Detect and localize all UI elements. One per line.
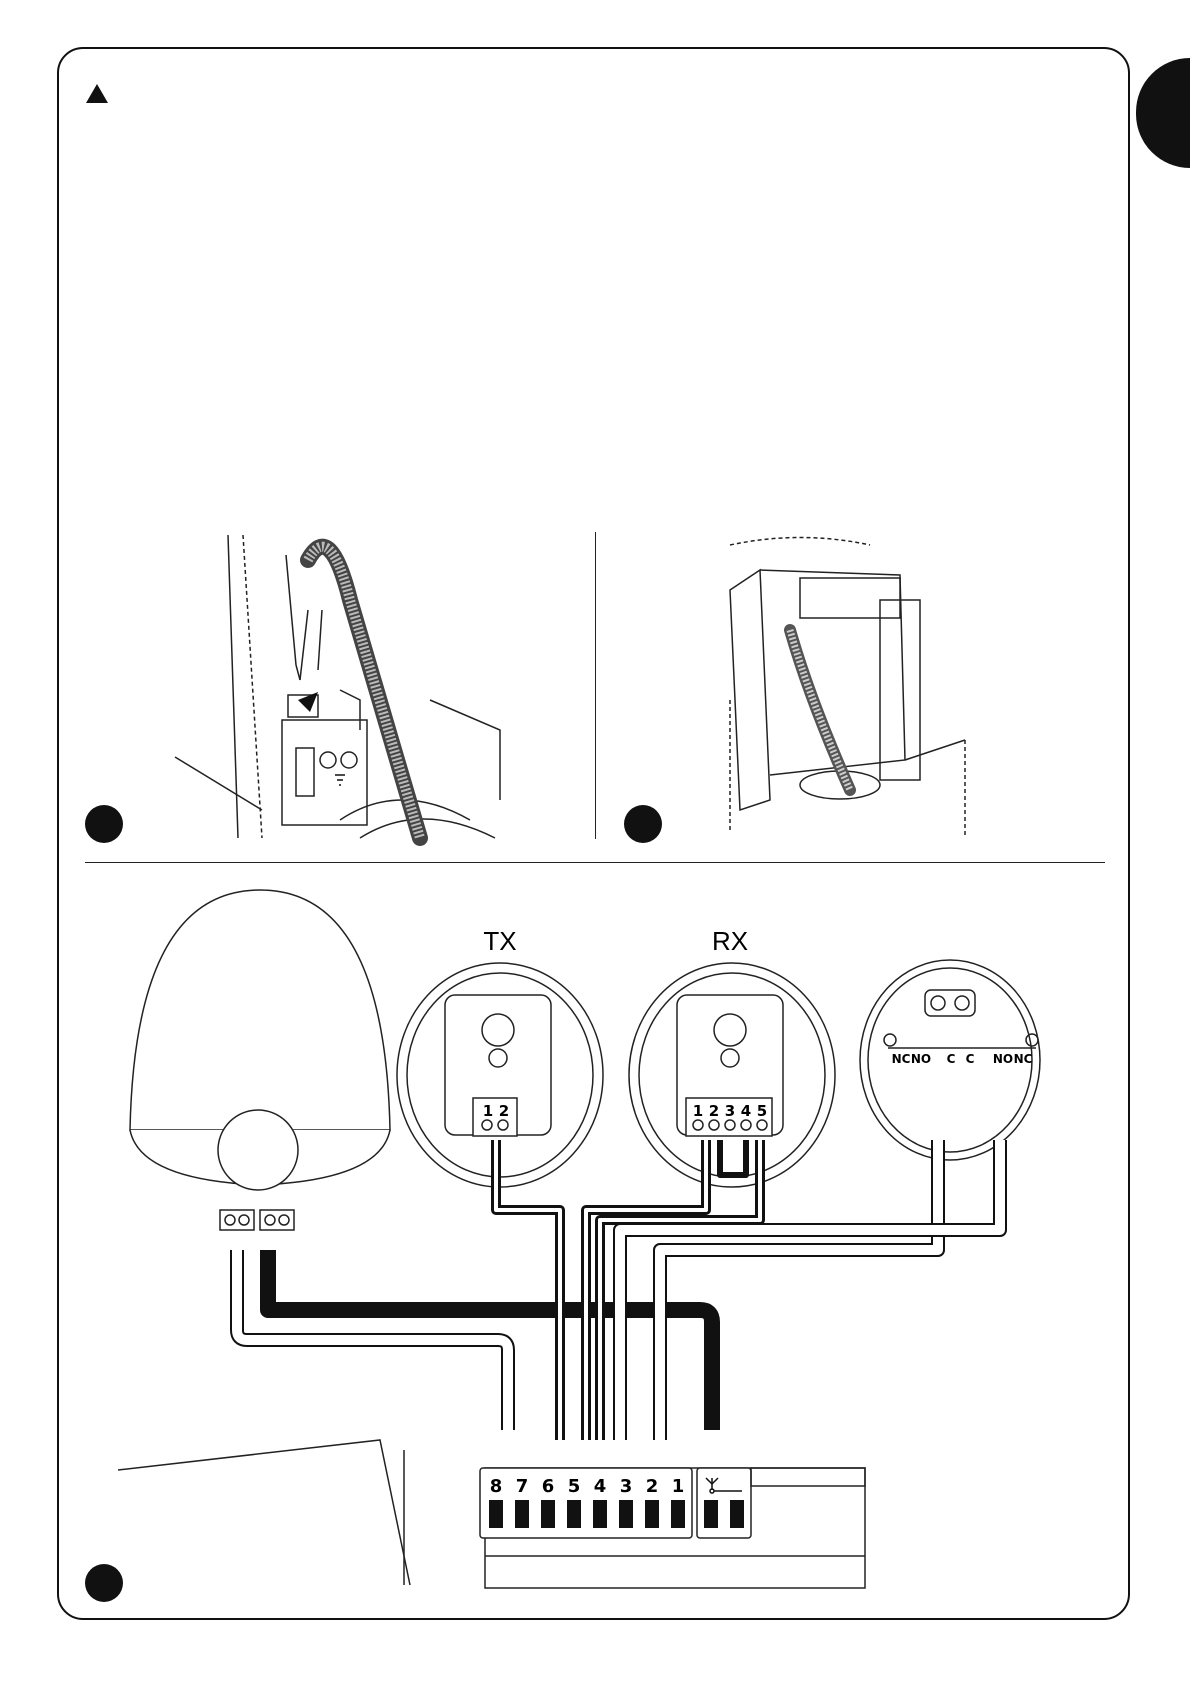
control-terminal-label: 1 [672, 1476, 685, 1497]
control-terminal-label: 2 [646, 1476, 659, 1497]
rx-photocell [629, 963, 835, 1187]
rx-terminal-label: 3 [725, 1102, 735, 1120]
contact-terminal-label: C [947, 1052, 956, 1066]
rx-terminal-label: 1 [693, 1102, 703, 1120]
control-terminal-label: 8 [490, 1476, 503, 1497]
control-terminal-label: 4 [594, 1476, 607, 1497]
rx-terminal-label: 5 [757, 1102, 767, 1120]
tx-terminal-label: 2 [499, 1102, 509, 1120]
flashing-light [130, 890, 390, 1230]
control-terminal-label: 7 [516, 1476, 529, 1497]
tx-label: TX [483, 926, 516, 956]
control-terminal-label: 5 [568, 1476, 581, 1497]
contact-terminal-label: C [966, 1052, 975, 1066]
contact-terminal-label: NC [892, 1052, 911, 1066]
control-terminal-label: 3 [620, 1476, 633, 1497]
contact-terminal-label: NC [1014, 1052, 1033, 1066]
contact-terminal-label: NO [911, 1052, 931, 1066]
rx-terminal-label: 4 [741, 1102, 751, 1120]
control-terminal-label: 6 [542, 1476, 555, 1497]
rx-label: RX [712, 926, 748, 956]
contact-terminal-label: NO [993, 1052, 1013, 1066]
tx-terminal-label: 1 [483, 1102, 493, 1120]
rx-terminal-label: 2 [709, 1102, 719, 1120]
